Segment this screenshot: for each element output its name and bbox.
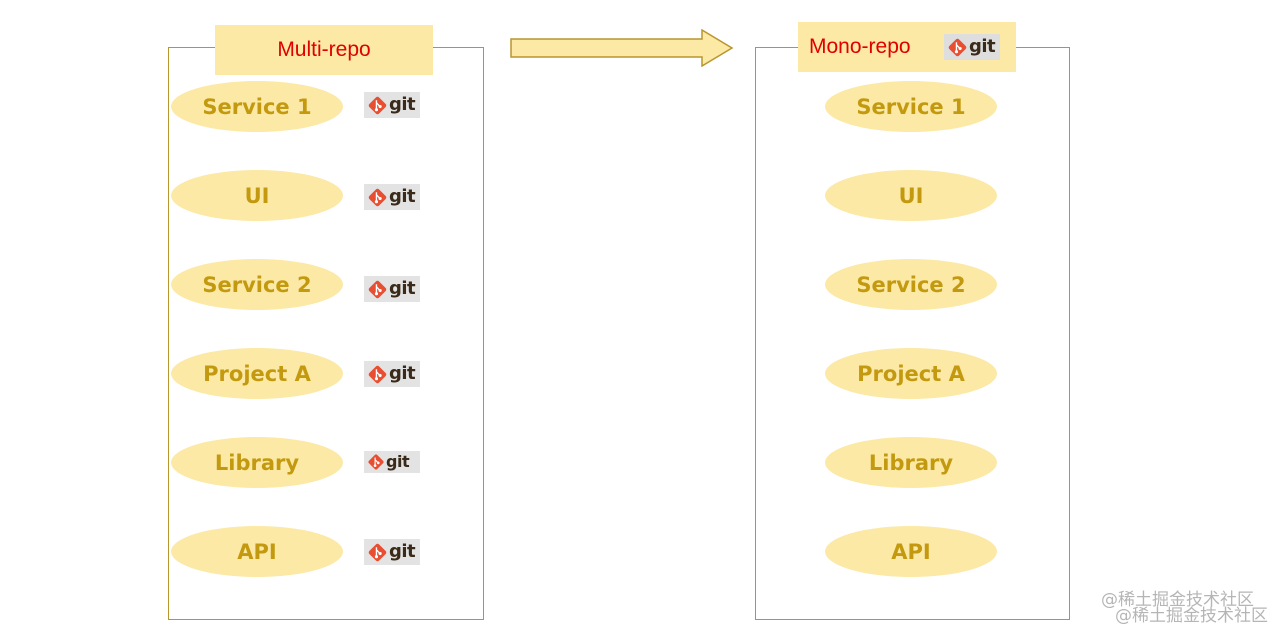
multi-repo-item: Project A <box>171 348 343 399</box>
mono-repo-item: Project A <box>825 348 997 399</box>
mono-repo-git-badge: git <box>944 34 1000 60</box>
multi-repo-item: Service 2 <box>171 259 343 310</box>
multi-repo-panel <box>168 47 484 620</box>
git-logo-icon <box>368 96 387 114</box>
git-logo-icon <box>368 280 387 298</box>
git-badge-text: git <box>386 452 410 471</box>
git-badge-text: git <box>389 94 416 115</box>
multi-repo-title-text: Multi-repo <box>277 38 371 61</box>
git-badge-text: git <box>389 541 416 562</box>
mono-repo-item: Library <box>825 437 997 488</box>
watermark: @稀土掘金技术社区 @稀土掘金技术社区 <box>1101 590 1268 626</box>
mono-repo-item: API <box>825 526 997 577</box>
watermark-text: @稀土掘金技术社区 <box>1101 590 1254 610</box>
mono-repo-title-text: Mono-repo <box>809 35 911 58</box>
mono-repo-item: UI <box>825 170 997 221</box>
right-arrow-icon <box>510 29 734 67</box>
mono-repo-panel <box>755 47 1070 620</box>
git-badge-text: git <box>389 278 416 299</box>
git-badge: git <box>364 276 420 302</box>
multi-repo-item: UI <box>171 170 343 221</box>
multi-repo-item: API <box>171 526 343 577</box>
git-badge: git <box>364 451 420 473</box>
mono-repo-item: Service 1 <box>825 81 997 132</box>
multi-repo-item: Library <box>171 437 343 488</box>
git-badge: git <box>364 184 420 210</box>
git-badge-text: git <box>389 186 416 207</box>
git-badge: git <box>364 539 420 565</box>
git-badge-text: git <box>969 36 996 57</box>
git-badge: git <box>364 361 420 387</box>
git-logo-icon <box>948 38 967 56</box>
git-logo-icon <box>368 188 387 206</box>
git-logo-icon <box>368 365 387 383</box>
git-logo-icon <box>368 454 384 470</box>
multi-repo-title: Multi-repo <box>215 25 433 75</box>
git-badge-text: git <box>389 363 416 384</box>
git-badge: git <box>364 92 420 118</box>
watermark-text-shadow: @稀土掘金技术社区 <box>1115 606 1268 626</box>
multi-repo-item: Service 1 <box>171 81 343 132</box>
git-logo-icon <box>368 543 387 561</box>
mono-repo-item: Service 2 <box>825 259 997 310</box>
